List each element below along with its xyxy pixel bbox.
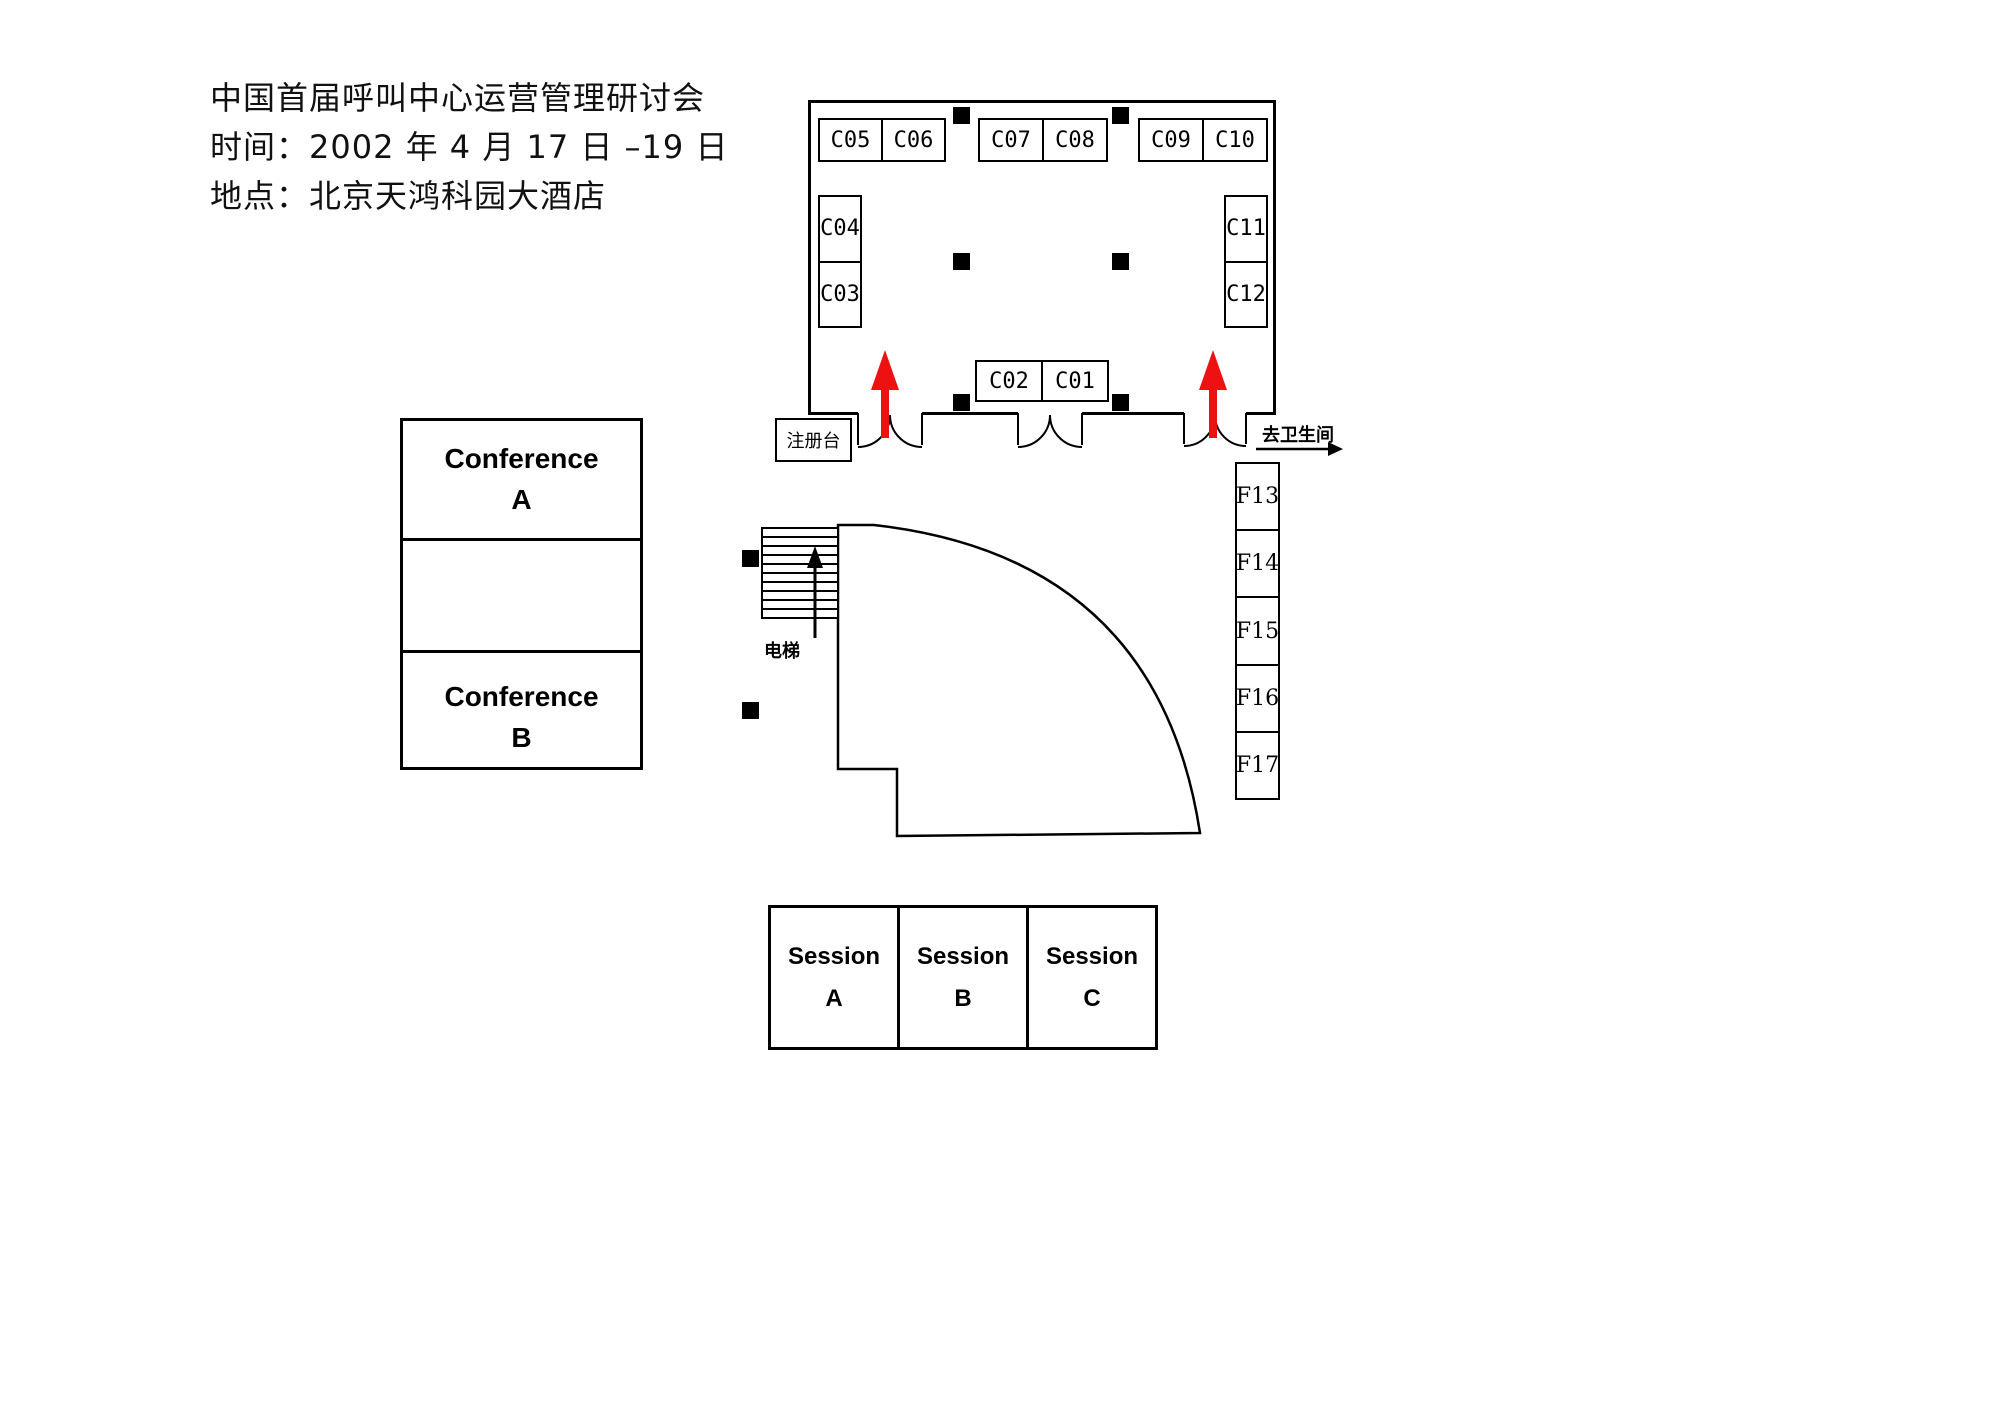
event-venue: 地点：北京天鸿科园大酒店 bbox=[210, 177, 607, 215]
registration-desk: 注册台 bbox=[775, 418, 852, 462]
session-c-name: Session bbox=[1045, 942, 1139, 970]
pillar bbox=[742, 702, 759, 719]
conference-b-name: Conference bbox=[444, 681, 599, 712]
booth-c11: C11 bbox=[1226, 216, 1266, 242]
pillar bbox=[953, 253, 970, 270]
session-rooms-block: Session A Session B Session C bbox=[768, 905, 1158, 1050]
middle-room bbox=[403, 541, 640, 653]
event-info: 中国首届呼叫中心运营管理研讨会 时间：2002 年 4 月 17 日 –19 日… bbox=[210, 74, 728, 221]
session-b-room: Session B bbox=[897, 908, 1026, 1047]
conference-a-room: Conference A bbox=[403, 421, 640, 541]
door-left-icon bbox=[857, 413, 923, 448]
booth-c02: C02 bbox=[989, 368, 1029, 394]
booth-c09: C09 bbox=[1151, 127, 1191, 153]
booth-group-c09-c10: C09 C10 bbox=[1138, 118, 1268, 162]
session-c-room: Session C bbox=[1026, 908, 1155, 1047]
booth-c08: C08 bbox=[1042, 120, 1106, 160]
conference-rooms-block: Conference A Conference B bbox=[400, 418, 643, 770]
conference-a-letter: A bbox=[511, 484, 532, 515]
staircase bbox=[761, 527, 839, 619]
pillar bbox=[953, 107, 970, 124]
pillar bbox=[742, 550, 759, 567]
session-b-name: Session bbox=[916, 942, 1010, 970]
curved-wall bbox=[836, 523, 1202, 838]
booth-f13: F13 bbox=[1235, 484, 1280, 510]
pillar bbox=[953, 394, 970, 411]
pillar bbox=[1112, 253, 1129, 270]
event-date: 时间：2002 年 4 月 17 日 –19 日 bbox=[210, 128, 729, 166]
booth-c12: C12 bbox=[1226, 260, 1266, 327]
booth-f15: F15 bbox=[1236, 596, 1279, 663]
session-a-letter: A bbox=[825, 984, 843, 1012]
booth-c07: C07 bbox=[991, 127, 1031, 153]
pillar bbox=[1112, 107, 1129, 124]
booth-group-c02-c01: C02 C01 bbox=[975, 360, 1109, 402]
door-right-icon bbox=[1183, 413, 1247, 447]
elevator-arrow-icon bbox=[807, 546, 823, 638]
booth-c04: C04 bbox=[820, 216, 860, 242]
registration-desk-label: 注册台 bbox=[786, 431, 841, 452]
booth-c05: C05 bbox=[830, 127, 871, 153]
restroom-label: 去卫生间 bbox=[1262, 425, 1334, 446]
booth-f17: F17 bbox=[1236, 730, 1279, 798]
conference-b-room: Conference B bbox=[403, 653, 640, 767]
booth-f16: F16 bbox=[1236, 663, 1279, 731]
session-a-name: Session bbox=[787, 942, 881, 970]
session-a-room: Session A bbox=[771, 908, 897, 1047]
door-center-icon bbox=[1017, 413, 1083, 448]
booth-group-c04-c03: C04 C03 bbox=[818, 195, 862, 328]
pillar bbox=[1112, 394, 1129, 411]
conference-b-letter: B bbox=[511, 722, 532, 753]
booth-c01: C01 bbox=[1041, 362, 1107, 400]
booth-f14: F14 bbox=[1236, 529, 1279, 596]
booth-group-f13-f17: F13 F14 F15 F16 F17 bbox=[1235, 462, 1280, 800]
event-title: 中国首届呼叫中心运营管理研讨会 bbox=[210, 79, 706, 117]
session-c-letter: C bbox=[1083, 984, 1101, 1012]
booth-group-c07-c08: C07 C08 bbox=[978, 118, 1108, 162]
conference-a-name: Conference bbox=[444, 443, 599, 474]
booth-group-c05-c06: C05 C06 bbox=[818, 118, 946, 162]
booth-c10: C10 bbox=[1202, 120, 1266, 160]
booth-c06: C06 bbox=[881, 120, 944, 160]
booth-c03: C03 bbox=[820, 260, 860, 327]
elevator-label: 电梯 bbox=[764, 641, 800, 662]
booth-group-c11-c12: C11 C12 bbox=[1224, 195, 1268, 328]
session-b-letter: B bbox=[954, 984, 972, 1012]
